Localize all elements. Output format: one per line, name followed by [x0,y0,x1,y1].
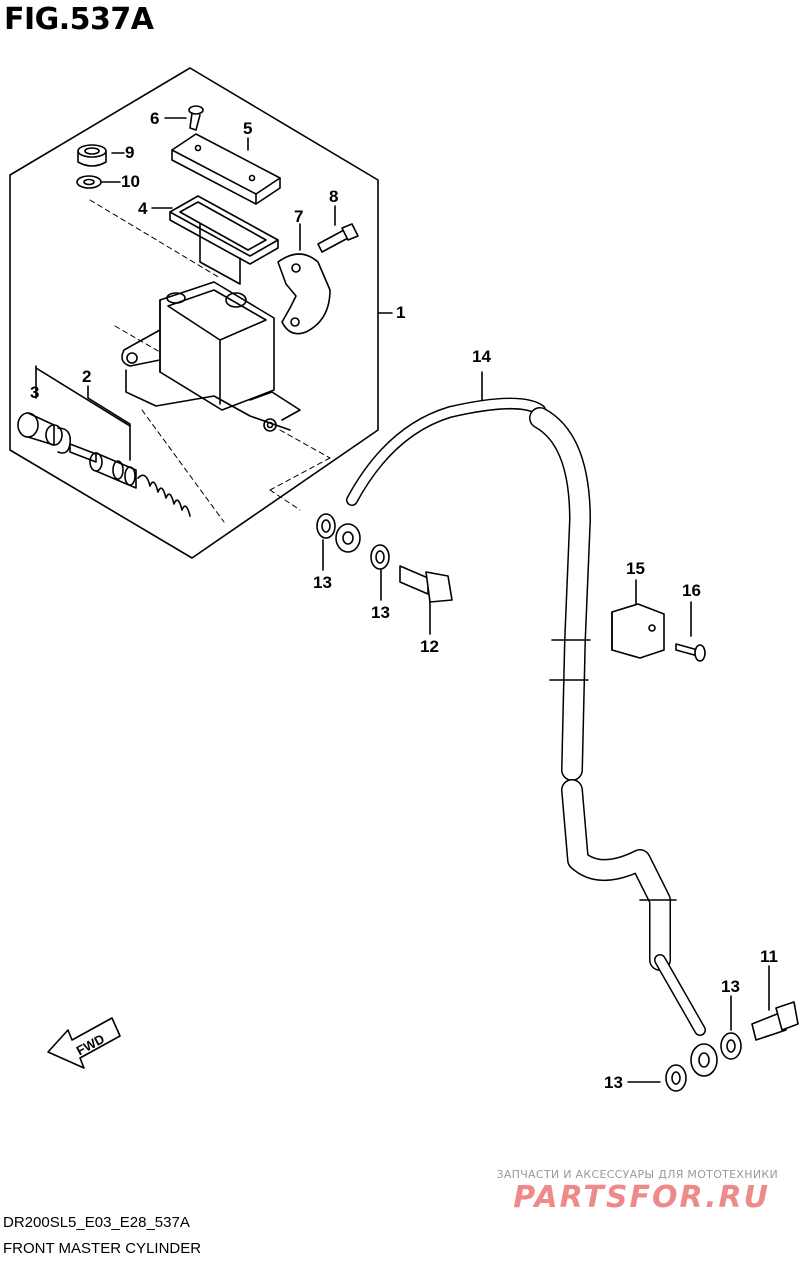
master-cylinder-body-part-1 [121,281,301,432]
clamp-part-7 [277,253,331,335]
callout-6: 6 [150,109,159,128]
diagram-code: DR200SL5_E03_E28_537A [3,1214,190,1231]
callout-7: 7 [294,207,303,226]
diaphragm-part-4 [169,195,279,285]
brake-hose-part-14 [335,397,718,1077]
washer-part-13-a [316,513,336,539]
callout-11: 11 [760,947,778,966]
figure-title: FIG.537A [4,2,154,37]
piston-assy-part-2 [69,443,191,517]
union-bolt-part-11 [751,1001,799,1041]
reservoir-cap-part-5 [171,133,281,205]
figure-caption: FRONT MASTER CYLINDER [3,1240,202,1257]
boot-part-9 [77,144,107,167]
callout-13-a: 13 [313,573,332,592]
callout-5: 5 [243,119,252,138]
bolt-part-8 [317,223,359,253]
callout-12: 12 [420,637,439,656]
hose-clamp-part-15 [611,603,665,659]
callout-16: 16 [682,581,701,600]
callout-13-b: 13 [371,603,390,622]
callout-15: 15 [626,559,645,578]
piston-boot-part-3 [17,412,72,454]
callout-9: 9 [125,143,134,162]
washer-part-13-c [720,1032,742,1060]
union-bolt-part-12 [399,565,453,603]
callout-8: 8 [329,187,338,206]
callout-10: 10 [121,172,140,191]
watermark-logo: PARTSFOR.RU [513,1180,770,1215]
callout-4: 4 [138,199,148,218]
washer-part-13-b [370,544,390,570]
screw-part-16 [675,643,706,662]
callout-14: 14 [472,347,491,366]
fwd-label: FWD [74,1031,107,1058]
screw-part-6 [188,105,204,131]
washer-part-10 [76,175,102,189]
assembly-outline [9,67,379,559]
callout-1: 1 [396,303,405,322]
callout-2: 2 [82,367,91,386]
watermark-tagline: ЗАПЧАСТИ И АКСЕССУАРЫ ДЛЯ МОТОТЕХНИКИ [496,1168,778,1181]
fwd-arrow-icon [47,1017,121,1069]
callout-13-c: 13 [721,977,740,996]
callout-3: 3 [30,383,39,402]
washer-part-13-d [665,1064,687,1092]
callout-13-d: 13 [604,1073,623,1092]
